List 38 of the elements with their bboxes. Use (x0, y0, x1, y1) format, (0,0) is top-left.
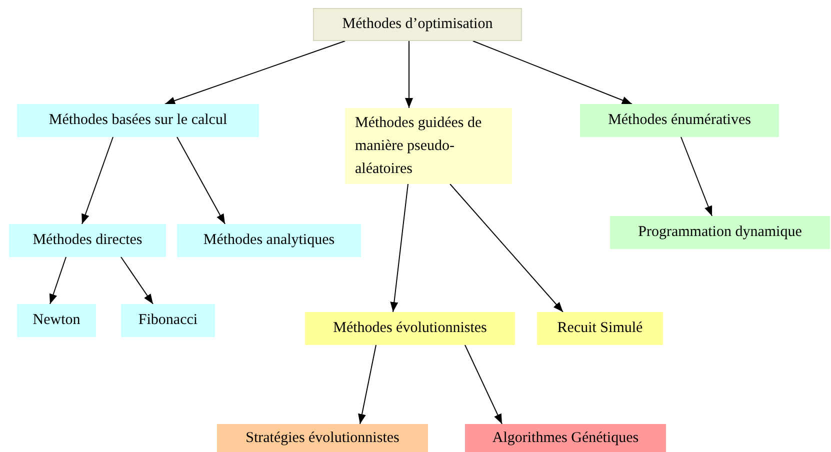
node-label: Algorithmes Génétiques (492, 428, 639, 448)
arrow (176, 136, 226, 224)
method-box (313, 8, 522, 41)
arrow (120, 256, 154, 304)
node-label: Méthodes d’optimisation (342, 15, 493, 34)
method-box (177, 224, 361, 257)
method-box (9, 224, 166, 257)
method-box (537, 312, 663, 345)
method-box (17, 304, 96, 337)
method-box (345, 108, 512, 184)
node-label: Méthodes basées sur le calcul (48, 111, 228, 130)
method-box (17, 104, 259, 137)
arrow (164, 40, 346, 104)
node-label: Programmation dynamique (638, 223, 802, 242)
method-box (465, 424, 666, 452)
node-label: Fibonacci (138, 311, 198, 330)
node-label: Méthodes guidées de manière pseudo-aléatoires (355, 114, 483, 178)
arrow (450, 184, 564, 312)
arrow (358, 344, 376, 424)
node-label: Méthodes énumératives (608, 111, 751, 130)
arrow (405, 40, 413, 108)
node-label: Recuit Simulé (557, 319, 643, 338)
method-box (610, 216, 830, 249)
arrow (82, 136, 114, 224)
method-box (580, 104, 779, 137)
node-label: Méthodes analytiques (203, 231, 335, 250)
arrow (680, 136, 712, 216)
arrow (472, 40, 632, 104)
arrow (390, 184, 408, 312)
node-label: Newton (32, 311, 80, 330)
arrow (464, 344, 502, 424)
node-label: Méthodes directes (32, 231, 142, 250)
method-box (121, 304, 215, 337)
method-box (305, 312, 515, 345)
method-box (217, 424, 428, 452)
node-label: Méthodes évolutionnistes (333, 319, 487, 338)
arrow (49, 256, 66, 304)
node-label: Stratégies évolutionnistes (246, 428, 400, 448)
